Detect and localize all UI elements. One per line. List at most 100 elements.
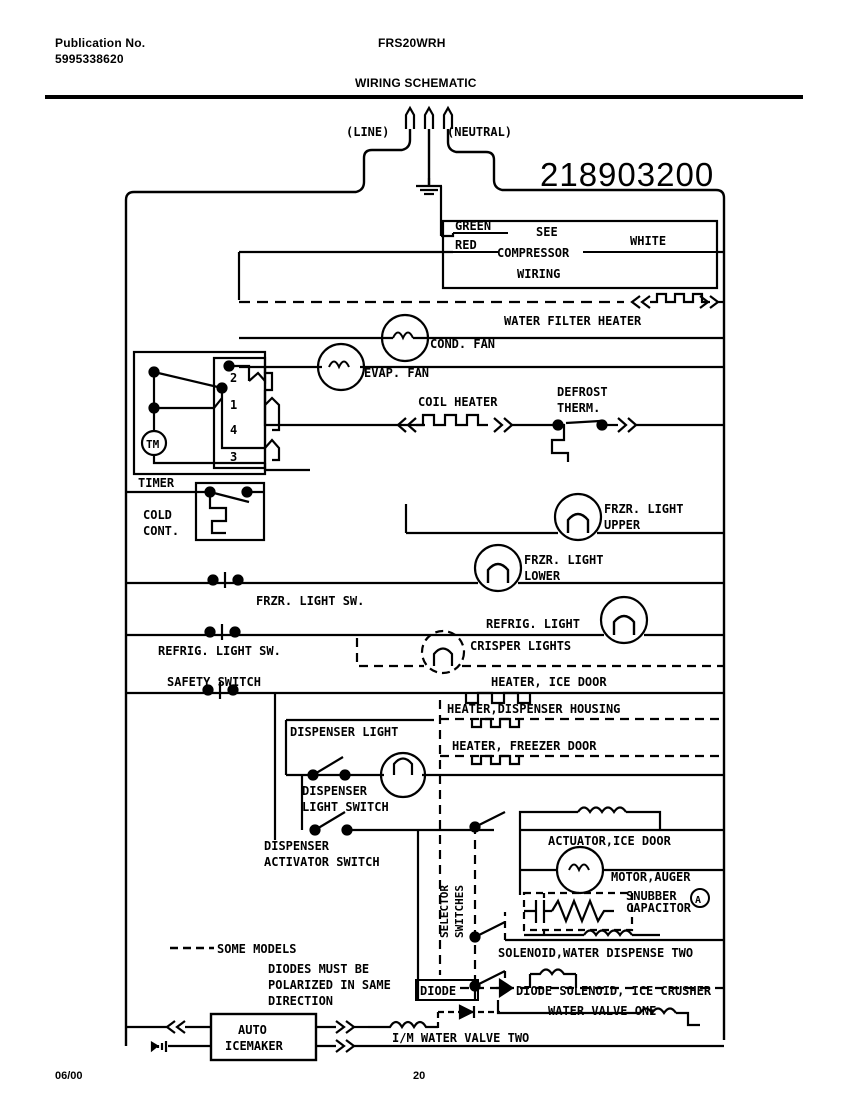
heater-freezer-door-circuit [440,754,724,766]
supply-leads [124,129,726,1040]
snubber-note-circle [690,888,710,908]
timer-motor-label: TM [146,438,160,451]
frzr-light-lower-label-1: FRZR. LIGHT [524,553,603,567]
water-valve-one-circuit [368,1000,700,1030]
auto-icemaker-label-2: ICEMAKER [225,1039,284,1053]
snubber-note-mark: A [695,895,701,906]
snubber-capacitor-label-1: SNUBBER [626,889,677,903]
diode-solenoid-ice-crusher-label: DIODE SOLENOID, ICE CRUSHER [516,984,712,998]
dispenser-light-switch-label-1: DISPENSER [302,784,368,798]
water-filter-heater-circuit [239,292,724,309]
compressor-box [441,219,719,290]
compressor-green-label: GREEN [455,219,491,233]
selector-switches-label-2: SWITCHES [453,885,466,938]
compressor-branch-wires [237,233,724,300]
selector-switches-group[interactable] [469,811,506,1000]
safety-switch-label: SAFETY SWITCH [167,675,261,689]
actuator-ice-door-label: ACTUATOR,ICE DOOR [548,834,672,848]
dispenser-light-switch-label-2: LIGHT SWITCH [302,800,389,814]
compressor-text-3: WIRING [517,267,560,281]
solenoid-water-dispense-two-label: SOLENOID,WATER DISPENSE TWO [498,946,693,960]
header-rule [45,95,803,99]
motor-auger-circuit [518,830,724,895]
frzr-light-sw-label: FRZR. LIGHT SW. [256,594,364,608]
cold-cont-label-1: COLD [143,508,172,522]
refrig-light-label: REFRIG. LIGHT [486,617,580,631]
refrig-light-sw-label: REFRIG. LIGHT SW. [158,644,281,658]
timer-terminal-1-label: 1 [230,398,237,412]
timer-label: TIMER [138,476,175,490]
footer-page-number: 20 [413,1070,426,1082]
cond-fan-circuit [239,313,724,363]
auto-icemaker-box [209,1012,318,1062]
auto-icemaker-label-1: AUTO [238,1023,267,1037]
actuator-ice-door-circuit [518,806,724,832]
im-water-valve-two-label: I/M WATER VALVE TWO [392,1031,529,1045]
timer-terminal-2-label: 2 [230,371,237,385]
cond-fan-label: COND. FAN [430,337,495,351]
auto-icemaker-wiring [126,1020,724,1053]
diode-label: DIODE [420,984,456,998]
defrost-therm-label-2: THERM. [557,401,600,415]
dispenser-light-switch[interactable] [300,756,351,830]
compressor-text-1: SEE [536,225,558,239]
frzr-light-lower-circuit [126,543,724,593]
cold-cont-label-2: CONT. [143,524,179,538]
crisper-lights-circuit [355,629,724,675]
neutral-label: (NEUTRAL) [447,125,512,139]
dispenser-activator-switch[interactable] [309,811,495,1000]
compressor-red-label: RED [455,238,477,252]
solenoid-water-dispense-two-circuit [503,912,724,942]
defrost-therm-label-1: DEFROST [557,385,608,399]
evap-fan-circuit [239,342,724,392]
dispenser-light-label: DISPENSER LIGHT [290,725,398,739]
refrig-light-circuit [126,595,724,645]
model-number: FRS20WRH [378,36,446,50]
timer-internal-wiring [140,360,265,465]
cold-control-wiring [126,486,264,535]
legend-note-line-2: POLARIZED IN SAME [268,978,391,992]
legend-some-models-label: SOME MODELS [217,942,296,956]
coil-heater-circuit [396,413,724,462]
frzr-light-upper-label-2: UPPER [604,518,641,532]
heater-ice-door-circuit [434,691,724,705]
compressor-text-2: COMPRESSOR [497,246,570,260]
crisper-lights-label: CRISPER LIGHTS [470,639,571,653]
snubber-capacitor-label-2: CAPACITOR [626,901,692,915]
publication-label: Publication No. [55,36,146,50]
page-title: WIRING SCHEMATIC [355,76,477,90]
legend-note-line-3: DIRECTION [268,994,333,1008]
water-filter-heater-label: WATER FILTER HEATER [504,314,642,328]
schematic-number: 218903200 [540,156,715,193]
heater-dispenser-housing-circuit [438,700,724,975]
frzr-light-upper-circuit [404,492,724,542]
publication-number: 5995338620 [55,52,124,66]
frzr-light-lower-label-2: LOWER [524,569,561,583]
heater-freezer-door-label: HEATER, FREEZER DOOR [452,739,597,753]
cold-control-box [194,481,266,542]
coil-heater-label: COIL HEATER [418,395,498,409]
safety-switch-circuit [126,682,434,840]
selector-switches-label-1: SELECTOR [438,885,451,938]
water-valve-one-label: WATER VALVE ONE [548,1004,656,1018]
supply-plug [404,105,454,129]
timer-terminal-wires [248,367,425,472]
dispenser-activator-switch-label-2: ACTIVATOR SWITCH [264,855,380,869]
line-label: (LINE) [346,125,389,139]
diode-box [415,979,479,1001]
heater-ice-door-label: HEATER, ICE DOOR [491,675,607,689]
snubber-capacitor-circuit [522,891,634,935]
footer-date: 06/00 [55,1070,83,1082]
dispenser-activator-switch-label-1: DISPENSER [264,839,330,853]
timer-terminal-4-label: 4 [230,423,237,437]
legend-note-line-1: DIODES MUST BE [268,962,369,976]
diode-solenoid-ice-crusher-circuit [460,968,724,999]
evap-fan-label: EVAP. FAN [364,366,429,380]
motor-auger-label: MOTOR,AUGER [611,870,691,884]
timer-terminal-3-label: 3 [230,450,237,464]
ground-symbol [416,178,443,236]
frzr-light-upper-label-1: FRZR. LIGHT [604,502,683,516]
heater-dispenser-housing-label: HEATER,DISPENSER HOUSING [447,702,620,716]
